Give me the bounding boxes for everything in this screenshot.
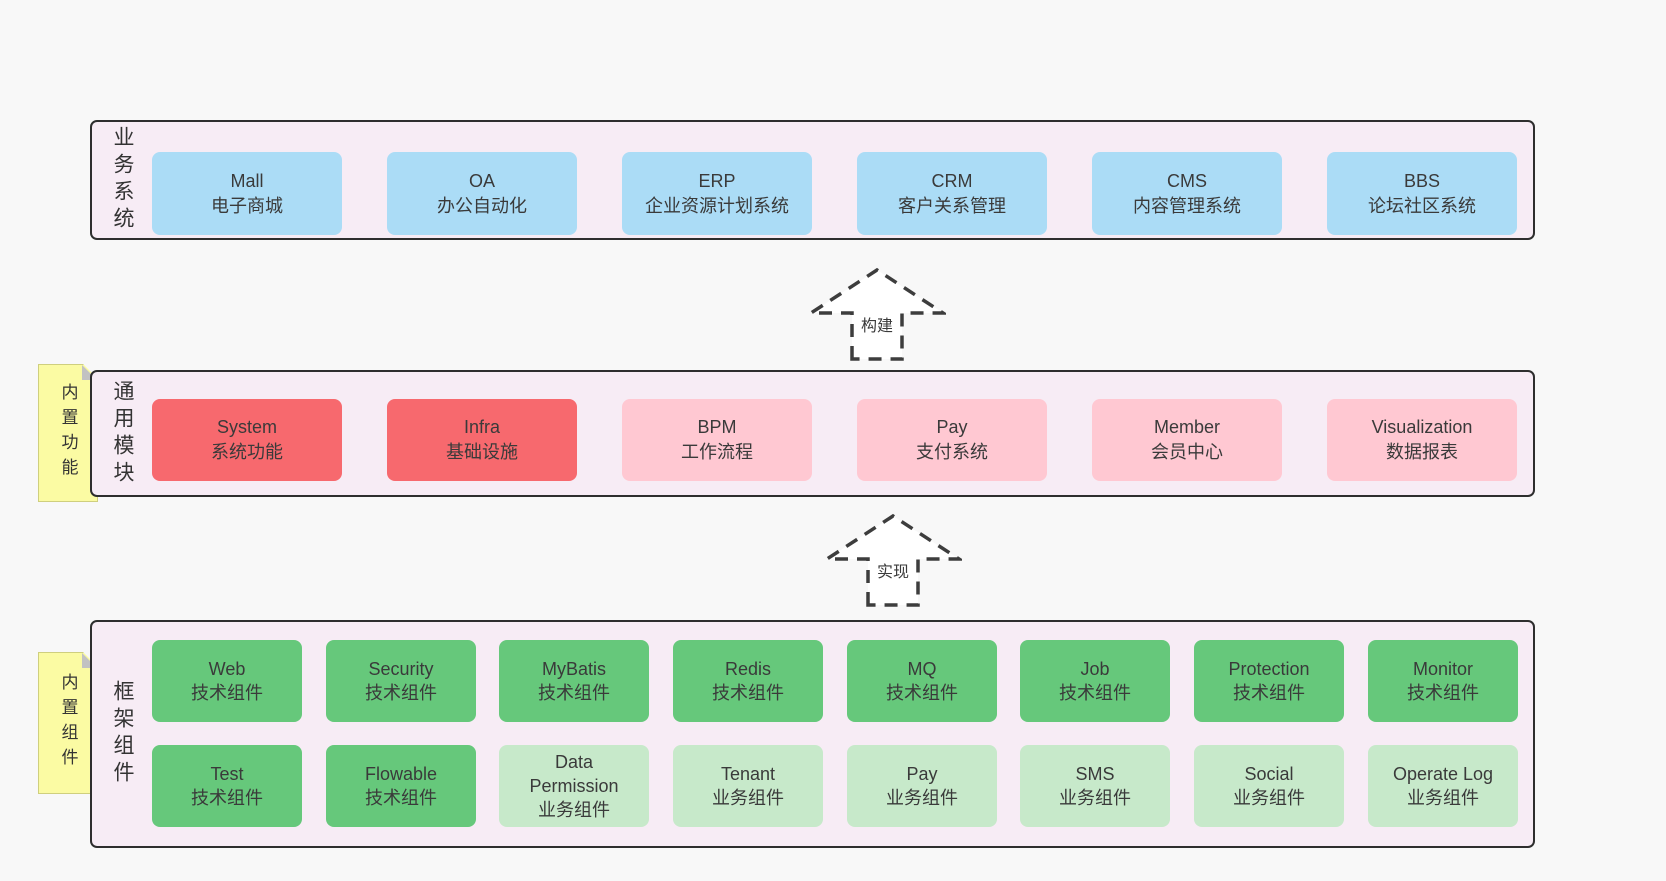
box-tenant: Tenant 业务组件: [673, 745, 823, 827]
box-subtitle: 技术组件: [365, 683, 437, 703]
box-title: SMS: [1075, 764, 1115, 784]
box-title: OA: [468, 170, 495, 191]
box-subtitle: 技术组件: [712, 683, 784, 703]
box-sms: SMS 业务组件: [1020, 745, 1170, 827]
box-pay-module: Pay 支付系统: [857, 399, 1047, 481]
box-title: Mall: [230, 170, 264, 191]
box-operate-log: Operate Log 业务组件: [1368, 745, 1518, 827]
box-title: Pay: [936, 417, 968, 437]
box-security: Security 技术组件: [326, 640, 476, 722]
box-subtitle: 企业资源计划系统: [645, 195, 789, 216]
box-erp: ERP 企业资源计划系统: [622, 152, 812, 235]
box-subtitle: 内容管理系统: [1133, 195, 1241, 216]
layer-title: 框架组件: [111, 680, 134, 788]
box-subtitle: 业务组件: [886, 788, 958, 808]
box-subtitle: 技术组件: [886, 683, 958, 703]
box-member: Member 会员中心: [1092, 399, 1282, 481]
arrow-label: 实现: [873, 558, 913, 582]
note-built-in-components: 内置组件: [38, 652, 98, 794]
arrow-label: 构建: [857, 312, 897, 336]
box-title: Tenant: [720, 764, 776, 784]
box-pay-component: Pay 业务组件: [847, 745, 997, 827]
box-subtitle: 技术组件: [1407, 683, 1479, 703]
box-subtitle: 论坛社区系统: [1368, 195, 1476, 216]
box-title: MyBatis: [541, 659, 606, 679]
note-label: 内置功能: [58, 383, 78, 483]
box-protection: Protection 技术组件: [1194, 640, 1344, 722]
box-subtitle: 技术组件: [191, 683, 263, 703]
box-title: BPM: [697, 417, 737, 437]
box-subtitle: 基础设施: [446, 442, 518, 462]
box-crm: CRM 客户关系管理: [857, 152, 1047, 235]
box-infra: Infra 基础设施: [387, 399, 577, 481]
box-subtitle: 电子商城: [211, 195, 283, 216]
box-title: Data Permission: [529, 752, 619, 796]
box-title: Operate Log: [1392, 764, 1494, 784]
box-redis: Redis 技术组件: [673, 640, 823, 722]
box-social: Social 业务组件: [1194, 745, 1344, 827]
box-data-permission: Data Permission 业务组件: [499, 745, 649, 827]
box-subtitle: 业务组件: [712, 788, 784, 808]
box-title: Redis: [724, 659, 772, 679]
box-title: ERP: [698, 170, 736, 191]
box-bpm: BPM 工作流程: [622, 399, 812, 481]
box-subtitle: 支付系统: [916, 442, 988, 462]
box-job: Job 技术组件: [1020, 640, 1170, 722]
box-subtitle: 业务组件: [1059, 788, 1131, 808]
box-title: Protection: [1228, 659, 1310, 679]
box-bbs: BBS 论坛社区系统: [1327, 152, 1517, 235]
box-subtitle: 技术组件: [538, 683, 610, 703]
box-title: BBS: [1403, 170, 1441, 191]
box-subtitle: 业务组件: [538, 800, 610, 820]
box-mq: MQ 技术组件: [847, 640, 997, 722]
box-subtitle: 业务组件: [1233, 788, 1305, 808]
box-title: MQ: [907, 659, 937, 679]
arrow-implement: 实现: [824, 513, 962, 607]
box-subtitle: 客户关系管理: [898, 195, 1006, 216]
box-subtitle: 技术组件: [1233, 683, 1305, 703]
box-title: Test: [210, 764, 244, 784]
box-mybatis: MyBatis 技术组件: [499, 640, 649, 722]
box-title: CMS: [1167, 170, 1207, 191]
box-web: Web 技术组件: [152, 640, 302, 722]
box-flowable: Flowable 技术组件: [326, 745, 476, 827]
box-subtitle: 数据报表: [1386, 442, 1458, 462]
box-subtitle: 技术组件: [1059, 683, 1131, 703]
box-title: Flowable: [364, 764, 438, 784]
box-cms: CMS 内容管理系统: [1092, 152, 1282, 235]
layer-title: 业务系统: [111, 126, 134, 234]
box-title: Member: [1153, 417, 1220, 437]
layer-common-modules: 通用模块 System 系统功能 Infra 基础设施 BPM 工作流程 Pay…: [90, 370, 1535, 497]
box-title: Visualization: [1371, 417, 1473, 437]
box-system: System 系统功能: [152, 399, 342, 481]
box-subtitle: 工作流程: [681, 442, 753, 462]
box-test: Test 技术组件: [152, 745, 302, 827]
box-subtitle: 业务组件: [1407, 788, 1479, 808]
box-subtitle: 办公自动化: [437, 195, 527, 216]
box-oa: OA 办公自动化: [387, 152, 577, 235]
box-subtitle: 技术组件: [191, 788, 263, 808]
box-title: System: [216, 417, 277, 437]
box-visualization: Visualization 数据报表: [1327, 399, 1517, 481]
box-subtitle: 系统功能: [211, 442, 283, 462]
box-title: Pay: [906, 764, 938, 784]
box-mall: Mall 电子商城: [152, 152, 342, 235]
box-title: Job: [1080, 659, 1110, 679]
arrow-build: 构建: [808, 267, 946, 361]
layer-title: 通用模块: [111, 379, 134, 488]
layer-business-systems: 业务系统 Mall 电子商城 OA 办公自动化 ERP 企业资源计划系统 CRM…: [90, 120, 1535, 240]
note-built-in-features: 内置功能: [38, 364, 98, 502]
box-title: Security: [368, 659, 434, 679]
box-title: Social: [1244, 764, 1294, 784]
note-label: 内置组件: [58, 673, 78, 773]
box-subtitle: 会员中心: [1151, 442, 1223, 462]
box-monitor: Monitor 技术组件: [1368, 640, 1518, 722]
box-title: Web: [208, 659, 246, 679]
box-title: Monitor: [1412, 659, 1474, 679]
box-title: CRM: [931, 170, 973, 191]
layer-framework-components: 框架组件 Web 技术组件 Security 技术组件 MyBatis 技术组件…: [90, 620, 1535, 848]
box-title: Infra: [463, 417, 501, 437]
box-subtitle: 技术组件: [365, 788, 437, 808]
